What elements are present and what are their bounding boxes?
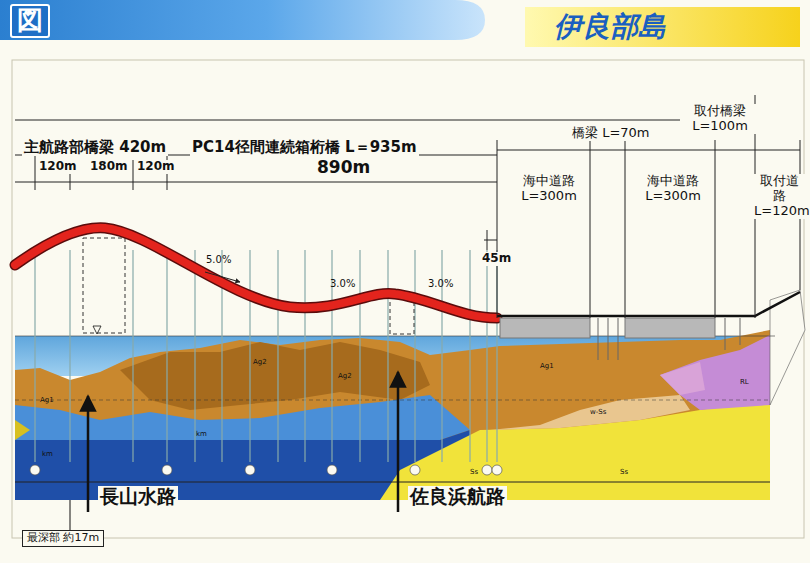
- dimension: 120m: [37, 160, 79, 174]
- pier-line: [194, 250, 195, 462]
- grade: 3.0%: [330, 278, 355, 290]
- depth-note: 最深部 約17m: [27, 532, 99, 545]
- soil-label: Ss: [620, 468, 628, 476]
- pier-line: [132, 250, 133, 462]
- pier-line: [69, 250, 70, 462]
- pier-mark: [162, 465, 172, 475]
- section-label: 海中道路 L=300m: [512, 174, 586, 204]
- span-label: 主航路部橋梁 420m: [22, 139, 168, 156]
- dimension: 120m: [135, 160, 177, 174]
- soil-label: w-Ss: [590, 408, 606, 416]
- soil-label: Ss: [470, 468, 478, 476]
- channel-name: 長山水路: [98, 486, 178, 508]
- note-box: 最深部 約17m: [22, 530, 104, 547]
- soil-label: km: [42, 450, 53, 458]
- soil-label: km: [196, 430, 207, 438]
- pier-line: [469, 250, 470, 462]
- soil-label: Ag2: [338, 372, 352, 380]
- pier-line: [166, 250, 167, 462]
- place-name: 伊良部島: [554, 11, 666, 43]
- place-panel: [525, 7, 800, 47]
- span-label: 取付橋梁 L=100m: [680, 104, 760, 134]
- dimension: 45m: [480, 252, 513, 266]
- pier-line: [34, 250, 35, 462]
- pier-mark: [410, 465, 420, 475]
- channel-name: 佐良浜航路: [408, 486, 507, 508]
- dimension: 890m: [315, 158, 372, 178]
- pier-mark: [492, 465, 502, 475]
- soil-label: RL: [740, 378, 749, 386]
- pier-mark: [245, 465, 255, 475]
- pier-mark: [482, 465, 492, 475]
- pier-mark: [327, 465, 337, 475]
- header-band: [0, 0, 485, 40]
- title: 図: [17, 6, 43, 36]
- pier-line: [249, 250, 250, 462]
- section-label: 海中道路 L=300m: [636, 174, 710, 204]
- title-box: 図: [10, 4, 50, 38]
- pier-line: [387, 250, 388, 462]
- dimension: 180m: [88, 160, 130, 174]
- pier-line: [486, 250, 487, 462]
- section-label: 取付道路 L=120m: [752, 174, 806, 219]
- pier-line: [277, 250, 278, 462]
- grade: 5.0%: [206, 254, 231, 266]
- soil-label: Ag1: [540, 362, 554, 370]
- soil-label: Ag1: [40, 396, 54, 404]
- pier-line: [304, 250, 305, 462]
- pier-line: [414, 250, 415, 462]
- grade: 3.0%: [428, 278, 453, 290]
- span-label: 橋梁 L=70m: [570, 126, 651, 141]
- note-box: 伊良部島: [548, 9, 672, 45]
- pier-line: [359, 250, 360, 462]
- span-label: PC14径間連続箱桁橋 L＝935m: [190, 139, 419, 156]
- pier-mark: [30, 465, 40, 475]
- soil-label: Ag2: [253, 358, 267, 366]
